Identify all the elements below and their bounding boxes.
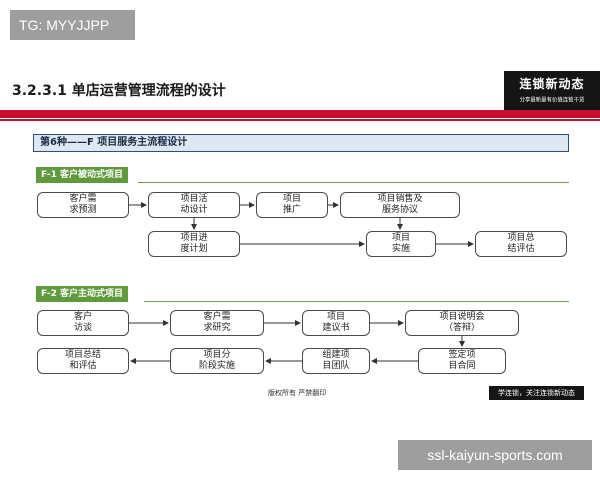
flow-node: 项目总结和评估 xyxy=(37,348,129,374)
flow-node: 项目分阶段实施 xyxy=(170,348,264,374)
flow-node: 客户需求预测 xyxy=(37,192,129,218)
watermark-bottom: ssl-kaiyun-sports.com xyxy=(398,440,592,470)
method-title: 第6种——F 项目服务主流程设计 xyxy=(33,134,569,152)
flow-node: 项目销售及服务协议 xyxy=(340,192,460,218)
footer-slogan: 学连锁，关注连锁新动态 xyxy=(489,386,584,400)
watermark-top: TG: MYYJJPP xyxy=(10,10,135,40)
header-red-line xyxy=(0,119,600,121)
flow-node: 项目说明会（答辩） xyxy=(405,310,519,336)
flow-node: 签定项目合同 xyxy=(418,348,506,374)
flow-node: 客户需求研究 xyxy=(170,310,264,336)
header-red-band xyxy=(0,110,600,118)
flow-node: 项目建议书 xyxy=(302,310,370,336)
copyright-notice: 版权所有 严禁翻印 xyxy=(268,389,327,397)
brand-name: 连锁新动态 xyxy=(519,77,585,91)
group-divider-f1 xyxy=(138,182,569,183)
flow-node: 项目总结评估 xyxy=(475,231,567,257)
flow-node: 项目推广 xyxy=(256,192,328,218)
flow-node: 项目活动设计 xyxy=(148,192,240,218)
group-label-f1: F-1 客户被动式项目 xyxy=(36,167,129,183)
group-divider-f2 xyxy=(144,301,569,302)
flow-node: 客户访谈 xyxy=(37,310,129,336)
flow-node: 项目进度计划 xyxy=(148,231,240,257)
flow-node: 组建项目团队 xyxy=(302,348,370,374)
group-label-f2: F-2 客户主动式项目 xyxy=(36,286,129,302)
section-title: 3.2.3.1 单店运营管理流程的设计 xyxy=(12,83,226,99)
flow-node: 项目实施 xyxy=(366,231,436,257)
brand-slogan: 分享最新最有价值连锁干货 xyxy=(519,97,585,104)
brand-logo: 连锁新动态 分享最新最有价值连锁干货 xyxy=(504,71,600,111)
